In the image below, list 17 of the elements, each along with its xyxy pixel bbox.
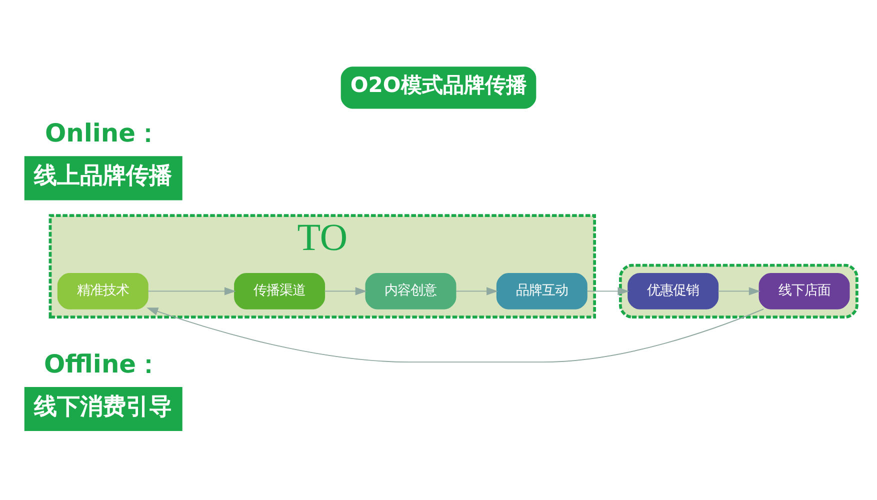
node-label: Offline： [44,348,162,378]
arrow [455,286,498,295]
node-box: 精准技术 [57,272,148,309]
diagram-title: O2O模式品牌传播 [350,72,527,97]
arrow [324,286,367,295]
arrow [146,307,764,362]
node-box: 线下店面 [758,272,850,309]
arrow [586,286,630,295]
node-box: 线下消费引导 [24,386,182,430]
node-box: 优惠促销 [628,272,719,309]
arrow [718,286,760,295]
arrow [147,286,236,295]
node-box: 品牌互动 [496,272,588,309]
node-box: 内容创意 [365,272,456,309]
node-box: 传播渠道 [234,272,326,309]
node-label: Online： [44,118,160,148]
node-box: 线上品牌传播 [24,156,182,200]
